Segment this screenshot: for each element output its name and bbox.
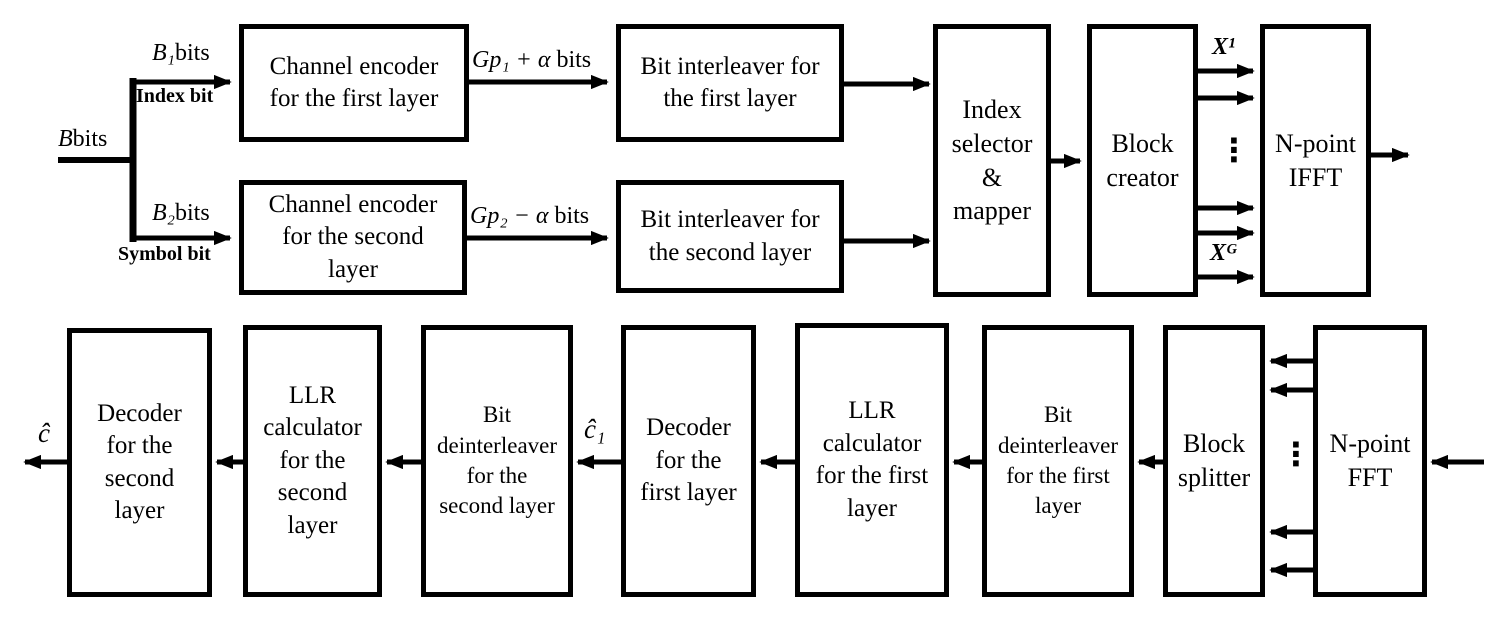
box-bit-deinterleaver-2-label: Bit deinterleaver for the second layer — [436, 402, 558, 519]
box-block-creator-label: Block creator — [1106, 128, 1179, 192]
box-llr-calculator-2: LLR calculator for the second layer — [243, 325, 382, 597]
label-symbol-bit: Symbol bit — [118, 243, 211, 265]
label-gp2-alpha-bits: Gp₂ − α bits — [470, 203, 590, 229]
box-index-selector-mapper-label: Index selector & mapper — [951, 94, 1033, 226]
box-decoder-2-label: Decoder for the second layer — [97, 399, 182, 525]
box-block-splitter-label: Block splitter — [1177, 429, 1251, 492]
box-llr-calculator-1: LLR calculator for the first layer — [795, 323, 949, 597]
label-vertical-dots-tx: ⋮ — [1218, 131, 1250, 169]
box-index-selector-mapper: Index selector & mapper — [933, 24, 1051, 297]
box-block-creator: Block creator — [1087, 24, 1198, 297]
label-xg: Xᴳ — [1210, 240, 1237, 266]
box-block-splitter: Block splitter — [1163, 325, 1265, 597]
label-gp1-alpha-bits: Gp₁ + α bits — [472, 47, 592, 73]
label-vertical-dots-rx: ⋮ — [1280, 435, 1312, 473]
box-decoder-2: Decoder for the second layer — [67, 328, 212, 597]
label-c-hat: ĉ — [38, 418, 50, 448]
label-c1-hat: ĉ₁ — [584, 414, 606, 444]
label-b2-bits: B₂bits — [152, 200, 210, 226]
label-index-bit: Index bit — [136, 85, 214, 107]
label-x1: X¹ — [1212, 34, 1236, 60]
box-npoint-fft: N-point FFT — [1313, 325, 1427, 597]
box-bit-deinterleaver-2: Bit deinterleaver for the second layer — [421, 325, 573, 597]
box-bit-interleaver-1: Bit interleaver for the first layer — [616, 24, 844, 142]
box-npoint-ifft: N-point IFFT — [1260, 24, 1371, 297]
box-channel-encoder-1: Channel encoder for the first layer — [239, 24, 469, 142]
label-b1-bits: B₁bits — [152, 40, 210, 66]
box-bit-interleaver-2-label: Bit interleaver for the second layer — [640, 206, 820, 266]
box-bit-deinterleaver-1-label: Bit deinterleaver for the first layer — [997, 402, 1119, 519]
box-channel-encoder-1-label: Channel encoder for the first layer — [269, 52, 439, 113]
box-llr-calculator-2-label: LLR calculator for the second layer — [263, 381, 362, 539]
box-llr-calculator-1-label: LLR calculator for the first layer — [815, 397, 929, 522]
box-npoint-ifft-label: N-point IFFT — [1275, 128, 1356, 192]
box-decoder-1: Decoder for the first layer — [621, 325, 756, 597]
label-b-bits: Bbits — [58, 126, 108, 152]
box-bit-deinterleaver-1: Bit deinterleaver for the first layer — [982, 325, 1134, 597]
box-npoint-fft-label: N-point FFT — [1329, 429, 1411, 492]
box-bit-interleaver-2: Bit interleaver for the second layer — [616, 180, 844, 293]
box-channel-encoder-2-label: Channel encoder for the second layer — [268, 190, 438, 283]
box-bit-interleaver-1-label: Bit interleaver for the first layer — [640, 52, 820, 113]
box-channel-encoder-2: Channel encoder for the second layer — [239, 180, 467, 295]
box-decoder-1-label: Decoder for the first layer — [640, 414, 737, 507]
